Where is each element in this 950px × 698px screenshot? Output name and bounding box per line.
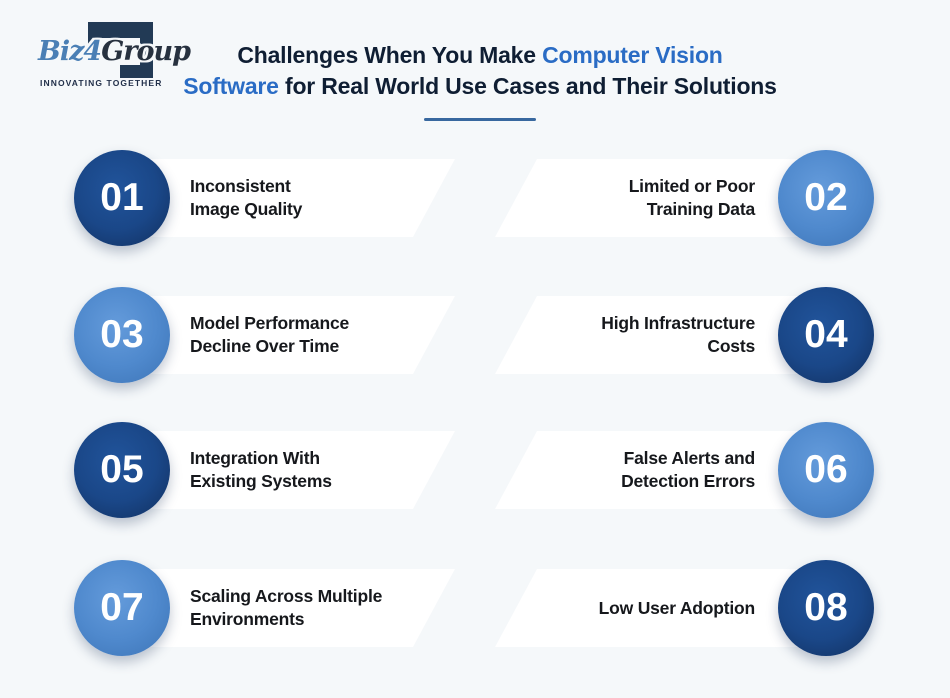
title-line-2: Software for Real World Use Cases and Th… (150, 71, 810, 102)
logo-tagline: INNOVATING TOGETHER (40, 78, 163, 88)
logo-wordmark: Biz4Group (38, 36, 191, 67)
title-line2-blue: Software (183, 73, 279, 99)
item-label: False Alerts and (623, 448, 756, 468)
item-label: Costs (707, 336, 755, 356)
item-label: Decline Over Time (190, 336, 339, 356)
item-label: Detection Errors (621, 471, 755, 491)
item-label: Low User Adoption (598, 597, 756, 618)
biz4group-logo: Biz4Group INNOVATING TOGETHER (38, 14, 208, 98)
title-underline (424, 118, 536, 121)
title-line2-dark: for Real World Use Cases and Their Solut… (284, 73, 777, 99)
item-label: Scaling Across Multiple (190, 586, 383, 606)
item-number: 07 (100, 586, 144, 629)
page-title: Challenges When You Make Computer Vision… (150, 40, 810, 102)
item-number: 05 (100, 448, 144, 491)
item-number: 03 (100, 313, 144, 356)
item-label: Limited or Poor (628, 176, 756, 196)
challenge-item-08: Low User Adoption 08 (476, 560, 876, 656)
number-badge-circle: 06 (778, 422, 874, 518)
number-badge-circle: 07 (74, 560, 170, 656)
logo-bracket-icon (88, 22, 153, 78)
item-label: Training Data (646, 199, 755, 219)
title-line1-dark: Challenges When You Make (237, 42, 536, 68)
item-number: 01 (100, 176, 144, 219)
number-badge-circle: 02 (778, 150, 874, 246)
item-number: 06 (804, 448, 848, 491)
item-number: 08 (804, 586, 848, 629)
number-badge-circle: 04 (778, 287, 874, 383)
item-number: 02 (804, 176, 848, 219)
number-badge-circle: 01 (74, 150, 170, 246)
item-label: Integration With (190, 448, 320, 468)
item-label: Image Quality (190, 199, 303, 219)
item-label: High Infrastructure (601, 313, 755, 333)
number-badge-circle: 03 (74, 287, 170, 383)
item-number: 04 (804, 313, 848, 356)
logo-biz: Biz (38, 36, 84, 67)
logo-4: 4 (83, 36, 102, 67)
item-label: Environments (190, 609, 305, 629)
item-label: Existing Systems (190, 471, 332, 491)
number-badge-circle: 05 (74, 422, 170, 518)
title-line1-blue: Computer Vision (542, 42, 723, 68)
item-label: Model Performance (190, 313, 350, 333)
logo-group: Group (101, 36, 191, 67)
item-label: Inconsistent (190, 176, 291, 196)
title-line-1: Challenges When You Make Computer Vision (150, 40, 810, 71)
number-badge-circle: 08 (778, 560, 874, 656)
